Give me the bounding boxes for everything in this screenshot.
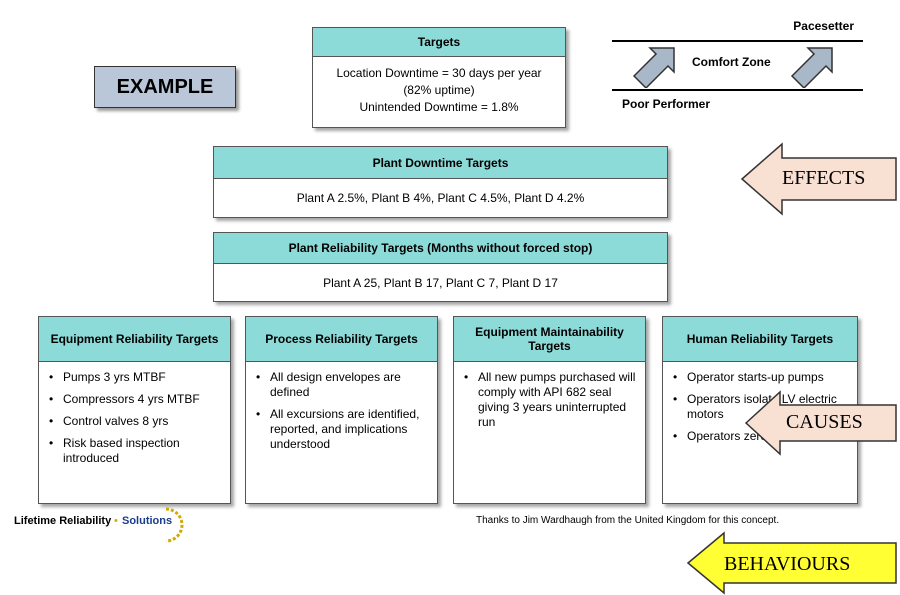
list-item: All new pumps purchased will comply with… <box>464 370 639 430</box>
causes-label: CAUSES <box>786 411 863 433</box>
plant-downtime-body: Plant A 2.5%, Plant B 4%, Plant C 4.5%, … <box>296 191 585 205</box>
process-reliability-box: Process Reliability Targets All design e… <box>245 316 438 504</box>
list-item: Compressors 4 yrs MTBF <box>49 392 230 407</box>
list-item: Control valves 8 yrs <box>49 414 230 429</box>
targets-title: Targets <box>313 28 565 57</box>
effects-label: EFFECTS <box>782 167 866 189</box>
equipment-reliability-box: Equipment Reliability Targets Pumps 3 yr… <box>38 316 231 504</box>
plant-reliability-title: Plant Reliability Targets (Months withou… <box>214 233 667 264</box>
targets-line-1: Location Downtime = 30 days per year <box>336 66 542 80</box>
logo-dot: • <box>114 515 118 527</box>
comfort-bottom-line <box>612 89 863 91</box>
human-reliability-list: Operator starts-up pumps Operators isola… <box>663 362 857 444</box>
list-item: Operator starts-up pumps <box>673 370 851 385</box>
poor-performer-label: Poor Performer <box>622 97 711 111</box>
equipment-reliability-list: Pumps 3 yrs MTBF Compressors 4 yrs MTBF … <box>39 362 230 466</box>
targets-line-2: (82% uptime) <box>403 83 475 97</box>
list-item: All design envelopes are defined <box>256 370 431 400</box>
equipment-maintainability-title: Equipment Maintainability Targets <box>454 317 645 362</box>
process-reliability-title: Process Reliability Targets <box>246 317 437 362</box>
targets-box: Targets Location Downtime = 30 days per … <box>312 27 566 128</box>
plant-reliability-body: Plant A 25, Plant B 17, Plant C 7, Plant… <box>323 276 558 290</box>
effects-arrow-icon <box>740 142 897 216</box>
logo: Lifetime Reliability • Solutions <box>14 507 194 547</box>
equipment-maintainability-box: Equipment Maintainability Targets All ne… <box>453 316 646 504</box>
human-reliability-title: Human Reliability Targets <box>663 317 857 362</box>
targets-line-3: Unintended Downtime = 1.8% <box>359 100 519 114</box>
behaviours-label: BEHAVIOURS <box>724 553 851 575</box>
comfort-zone-diagram: Pacesetter Comfort Zone Poor Performer <box>612 14 864 114</box>
comfort-top-line <box>612 40 863 42</box>
gear-icon <box>165 507 184 543</box>
targets-body: Location Downtime = 30 days per year (82… <box>313 57 565 116</box>
plant-downtime-title: Plant Downtime Targets <box>214 147 667 179</box>
process-reliability-list: All design envelopes are defined All exc… <box>246 362 437 452</box>
causes-arrow-icon <box>744 390 897 456</box>
list-item: Operators isolate LV electric motors <box>673 392 851 422</box>
equipment-maintainability-list: All new pumps purchased will comply with… <box>454 362 645 430</box>
logo-text-secondary: Solutions <box>122 515 173 527</box>
list-item: All excursions are identified, reported,… <box>256 407 431 452</box>
list-item: Pumps 3 yrs MTBF <box>49 370 230 385</box>
up-arrow-icon <box>632 47 675 88</box>
example-label: EXAMPLE <box>94 66 236 108</box>
pacesetter-label: Pacesetter <box>793 19 854 33</box>
plant-downtime-box: Plant Downtime Targets Plant A 2.5%, Pla… <box>213 146 668 218</box>
plant-reliability-box: Plant Reliability Targets (Months withou… <box>213 232 668 302</box>
list-item: Risk based inspection introduced <box>49 436 230 466</box>
up-arrow-icon <box>790 47 833 88</box>
credit-text: Thanks to Jim Wardhaugh from the United … <box>476 515 780 526</box>
equipment-reliability-title: Equipment Reliability Targets <box>39 317 230 362</box>
logo-text-primary: Lifetime Reliability <box>14 515 112 527</box>
behaviours-arrow-icon <box>686 531 897 595</box>
comfort-zone-label: Comfort Zone <box>692 55 771 69</box>
